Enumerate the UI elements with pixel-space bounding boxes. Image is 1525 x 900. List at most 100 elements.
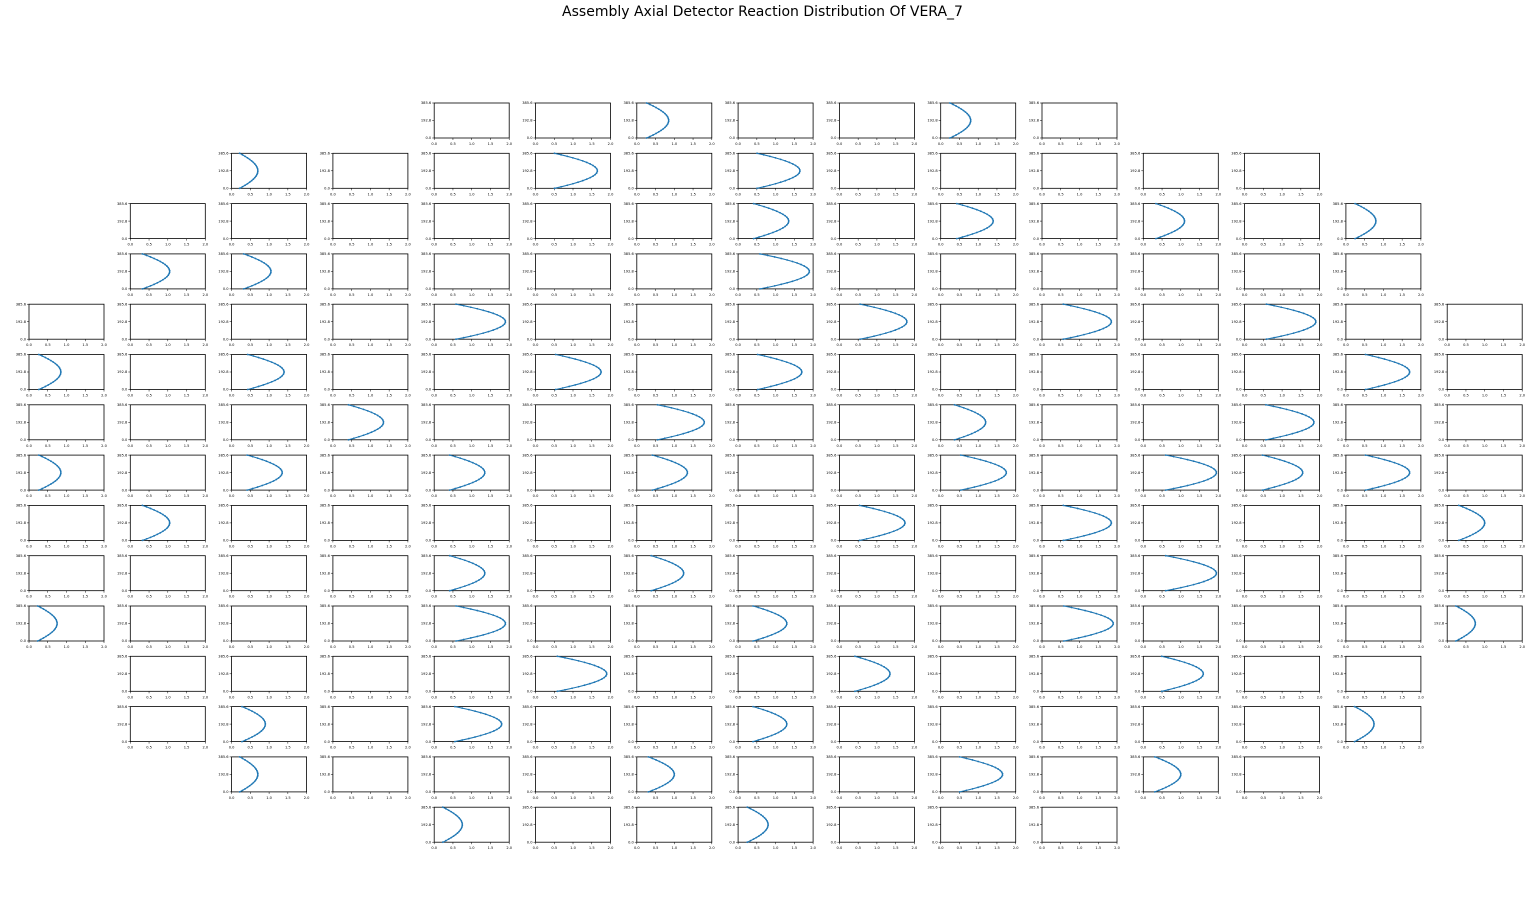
data-point	[880, 681, 883, 684]
x-tick-label: 1.5	[1197, 695, 1203, 699]
x-tick-label: 2.0	[709, 695, 715, 699]
profile-line	[1365, 353, 1411, 391]
x-tick-label: 0.0	[1242, 544, 1248, 548]
data-point	[1278, 458, 1281, 461]
x-tick-label: 0.0	[634, 544, 640, 548]
profile-line	[956, 203, 994, 240]
y-tick-label: 0.0	[831, 237, 837, 241]
x-tick-label: 1.0	[1178, 293, 1184, 297]
data-point	[162, 278, 164, 281]
y-tick-label: 385.6	[725, 755, 736, 759]
data-point	[246, 786, 249, 789]
data-point	[279, 365, 282, 368]
axes-frame	[332, 706, 409, 742]
data-point	[671, 582, 674, 584]
y-tick-label: 385.6	[624, 202, 635, 206]
data-point	[604, 670, 607, 673]
y-tick-label: 0.0	[122, 539, 128, 543]
x-tick-label: 1.5	[791, 192, 797, 196]
data-point	[1207, 579, 1209, 581]
y-tick-label: 192.8	[421, 270, 432, 274]
y-tick-label: 0.0	[223, 639, 229, 643]
data-point	[785, 624, 788, 627]
data-point	[589, 176, 592, 179]
x-tick-label: 1.0	[1381, 394, 1387, 398]
x-tick-label: 1.5	[994, 746, 1000, 750]
y-tick-label: 0.0	[932, 639, 938, 643]
data-point	[593, 664, 596, 667]
data-point	[884, 309, 887, 312]
data-point	[884, 332, 887, 335]
data-point	[1192, 483, 1195, 485]
y-tick-label: 0.0	[223, 337, 229, 341]
data-point	[775, 358, 778, 360]
axes-frame	[231, 203, 308, 240]
x-tick-label: 0.0	[634, 394, 640, 398]
x-tick-label: 1.5	[1095, 595, 1101, 599]
data-point	[991, 765, 993, 767]
data-point	[503, 624, 506, 627]
data-point	[969, 117, 972, 120]
x-tick-label: 2.0	[1013, 494, 1019, 498]
x-tick-label: 0.0	[330, 243, 336, 247]
x-tick-label: 0.5	[754, 192, 760, 196]
y-tick-label: 385.6	[218, 655, 229, 659]
data-point	[476, 635, 479, 638]
x-tick-label: 0.0	[938, 444, 944, 448]
data-point	[1163, 234, 1166, 237]
x-tick-label: 1.5	[994, 394, 1000, 398]
x-tick-label: 1.5	[285, 746, 291, 750]
x-tick-label: 0.0	[1140, 394, 1146, 398]
x-tick-label: 1.0	[368, 444, 374, 448]
data-point	[1393, 361, 1396, 364]
x-tick-label: 1.0	[570, 494, 576, 498]
x-tick-label: 1.0	[1178, 544, 1184, 548]
data-point	[785, 621, 788, 624]
y-tick-label: 192.8	[826, 823, 837, 827]
data-point	[962, 129, 965, 132]
data-point	[496, 615, 499, 618]
x-tick-label: 0.0	[1343, 444, 1349, 448]
y-tick-label: 385.6	[927, 705, 938, 709]
y-tick-label: 192.8	[218, 672, 229, 676]
x-tick-label: 0.0	[938, 544, 944, 548]
y-tick-label: 385.6	[1029, 705, 1040, 709]
data-point	[455, 640, 457, 642]
data-point	[1312, 419, 1314, 421]
y-tick-label: 0.0	[1236, 438, 1242, 442]
data-point	[266, 359, 269, 362]
x-tick-label: 1.0	[64, 394, 70, 398]
x-tick-label: 1.5	[589, 142, 595, 146]
y-tick-label: 192.8	[1434, 571, 1445, 575]
data-point	[1202, 463, 1205, 466]
x-tick-label: 2.0	[1114, 595, 1120, 599]
x-tick-label: 0.5	[349, 695, 355, 699]
x-tick-label: 0.0	[1140, 293, 1146, 297]
data-point	[655, 556, 658, 559]
x-tick-label: 0.0	[634, 192, 640, 196]
data-point	[803, 275, 806, 278]
x-tick-label: 0.5	[450, 142, 456, 146]
y-tick-label: 385.6	[117, 655, 128, 659]
data-point	[248, 181, 251, 184]
data-point	[672, 771, 675, 774]
x-tick-label: 0.0	[1039, 645, 1045, 649]
data-point	[965, 789, 968, 792]
axes-frame	[839, 354, 915, 390]
y-tick-label: 192.8	[826, 571, 837, 575]
data-point	[1479, 515, 1482, 517]
data-point	[257, 259, 260, 261]
data-point	[766, 609, 769, 612]
y-tick-label: 0.0	[223, 539, 229, 543]
data-point	[676, 434, 679, 437]
x-tick-label: 0.0	[634, 796, 640, 800]
data-point	[1295, 478, 1297, 481]
x-tick-label: 1.0	[469, 293, 475, 297]
x-tick-label: 2.0	[1114, 293, 1120, 297]
x-tick-label: 1.0	[1178, 796, 1184, 800]
